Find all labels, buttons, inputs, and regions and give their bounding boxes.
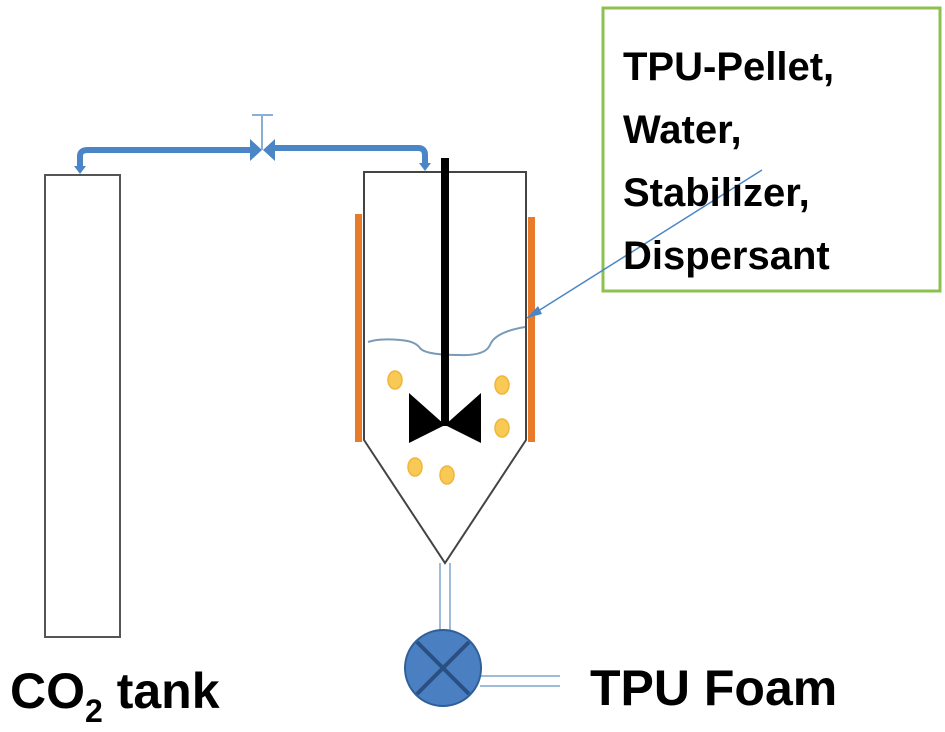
svg-text:TPU-Pellet, Water, Sta: TPU-Pellet, Water, Stabilizer, Dispersan… — [623, 45, 845, 278]
pipe-arrowhead-tank — [74, 166, 86, 174]
tpu-foam-label: TPU Foam — [590, 660, 837, 716]
callout-pointer — [526, 169, 763, 319]
callout-line-2: Water, — [623, 108, 742, 152]
discharge-valve[interactable] — [404, 629, 482, 707]
callout-line-1: TPU-Pellet, — [623, 45, 834, 89]
stirrer-blade-left — [409, 393, 445, 443]
heater-left — [355, 214, 362, 442]
co2-tank-label: CO2 tank — [10, 663, 220, 729]
pellets — [387, 370, 510, 485]
pipe-arrowhead-reactor — [419, 163, 431, 171]
callout-line-4: Dispersant — [623, 234, 830, 278]
callout-arrowhead — [527, 306, 542, 318]
callout-box — [601, 6, 942, 293]
gas-valve[interactable] — [250, 114, 275, 161]
co2-tank — [44, 174, 121, 638]
callout-line-3: Stabilizer, — [623, 171, 810, 215]
heater-right — [528, 217, 535, 442]
liquid-surface — [367, 326, 526, 357]
gas-pipe — [77, 145, 428, 170]
discharge-pipe — [439, 563, 560, 687]
stirrer-blade-right — [445, 393, 481, 443]
stirrer-shaft — [441, 158, 449, 426]
